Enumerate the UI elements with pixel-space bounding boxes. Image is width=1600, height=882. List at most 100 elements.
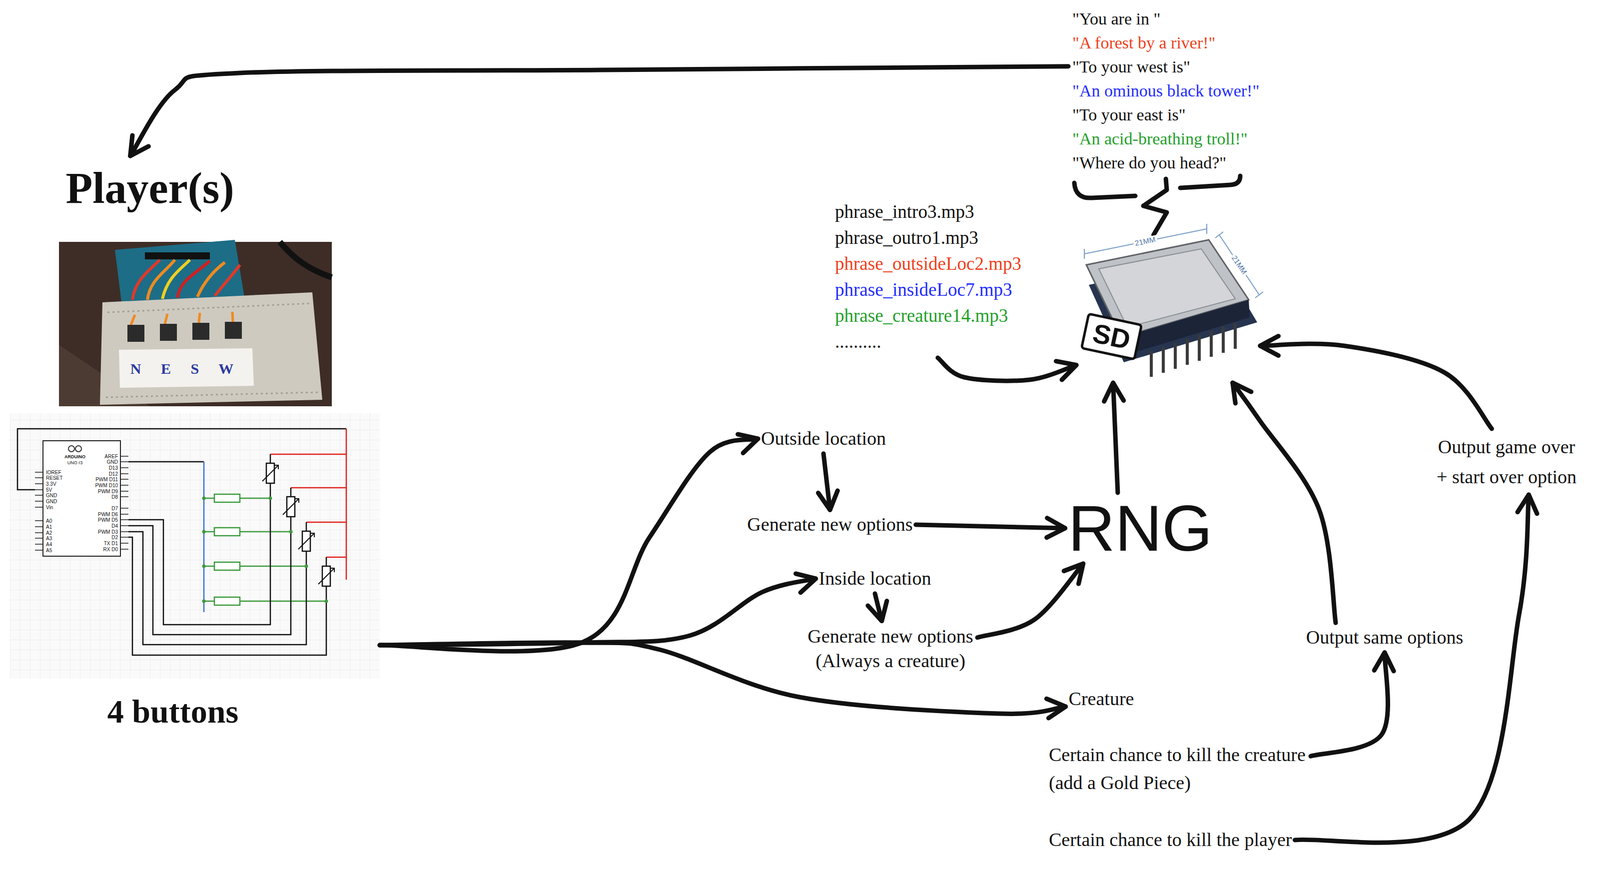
flow-arrow: [379, 578, 816, 646]
process-step: Creature: [1065, 684, 1138, 715]
process-step: Certain chance to kill the player: [1045, 824, 1295, 855]
pin-label: 3.3V: [45, 481, 57, 487]
node-text: Output same options: [1306, 625, 1464, 650]
mp3-module-drawing: [1221, 326, 1225, 353]
node-text: phrase_outsideLoc2.mp3: [834, 250, 1022, 277]
player-photo: [127, 324, 145, 342]
pin-label: PWM D9: [97, 488, 118, 495]
pin-label: RX D0: [103, 546, 118, 553]
pin-label: A3: [45, 535, 52, 542]
flow-arrow: [1310, 652, 1389, 757]
dimension-label: 21MM: [1132, 234, 1158, 248]
flow-arrow: [1232, 382, 1336, 623]
node-text: "You are in ": [1072, 6, 1260, 31]
player-photo: [105, 392, 319, 398]
schematic: [304, 564, 309, 569]
schematic: [202, 599, 206, 604]
pin-label: D2: [111, 534, 118, 541]
schematic: [324, 599, 329, 604]
player-photo: [177, 260, 210, 298]
mp3-module-drawing: [1149, 350, 1153, 377]
speech-output: "You are in ""A forest by a river!""To y…: [1068, 2, 1264, 179]
flow-arrow: [937, 357, 1077, 381]
player-photo: [192, 322, 210, 340]
pin-label: A5: [45, 547, 52, 554]
schematic: [120, 456, 129, 550]
pin-label: A2: [45, 530, 52, 536]
pin-label: D12: [108, 471, 118, 477]
schematic: [75, 445, 82, 452]
schematic: [17, 428, 347, 490]
schematic: [214, 597, 240, 606]
pin-label: GND: [106, 459, 118, 465]
player-photo: [118, 348, 254, 388]
process-step: Output same options: [1303, 622, 1467, 653]
pin-label: A4: [45, 541, 52, 548]
node-text: Generate new options (Always a creature): [806, 624, 975, 674]
pin-label: PWM D5: [97, 517, 118, 523]
node-text: Player(s): [65, 160, 234, 216]
pin-label: A0: [45, 518, 52, 524]
player-photo: [58, 239, 332, 407]
rng-node: RNG: [1065, 492, 1216, 564]
process-step: Outside location: [758, 423, 889, 454]
node-text: 4 buttons: [9, 691, 336, 733]
pin-label: PWM D10: [94, 482, 118, 489]
schematic: [42, 440, 121, 557]
schematic: [202, 496, 206, 501]
schematic: [128, 498, 327, 656]
node-text: phrase_creature14.mp3: [834, 302, 1022, 329]
process-step: Generate new options (Always a creature): [803, 621, 978, 677]
pin-label: D7: [111, 505, 118, 512]
player-photo: [159, 323, 177, 341]
pin-label: PWM D3: [97, 529, 118, 535]
player-photo: [107, 303, 313, 313]
node-text: Certain chance to kill the creature (add…: [1048, 740, 1308, 797]
process-step: Output game over + start over option: [1432, 428, 1581, 495]
board-label: ARDUINO: [64, 454, 86, 460]
flow-arrow: [823, 453, 830, 511]
pin-label: GND: [45, 498, 57, 505]
schematic: [214, 527, 240, 536]
flow-arrow: [977, 563, 1084, 638]
speech-bracket: [1074, 182, 1136, 198]
file-list: phrase_intro3.mp3phrase_outro1.mp3phrase…: [831, 195, 1025, 358]
schematic: [268, 496, 273, 501]
button-panel-node: 4 buttons: [9, 413, 380, 739]
flow-arrow: [379, 438, 759, 652]
schematic: [202, 530, 206, 534]
schematic: [203, 498, 327, 602]
node-text: RNG: [1068, 495, 1213, 561]
pin-label: A1: [45, 524, 52, 530]
mp3-module-drawing: [1185, 338, 1189, 365]
board-label: UNO r3: [67, 460, 83, 466]
process-step: Inside location: [815, 563, 935, 594]
flow-arrow: [1113, 382, 1118, 493]
mp3-module-drawing: [1197, 334, 1201, 361]
pin-label: 5V: [45, 487, 52, 493]
schematic: [214, 562, 240, 571]
pin-label: D13: [108, 465, 118, 471]
schematic: [128, 461, 204, 463]
schematic: [203, 461, 205, 613]
node-text: Output game over + start over option: [1435, 431, 1578, 492]
flow-arrow: [874, 593, 882, 622]
schematic: [289, 530, 293, 534]
node-text: "An ominous black tower!": [1072, 78, 1260, 103]
pin-label: D4: [111, 523, 118, 529]
process-step: Certain chance to kill the creature (add…: [1045, 737, 1311, 800]
pin-label: PWM D6: [97, 511, 118, 518]
pin-label: IOREF: [45, 469, 62, 476]
player-photo: [279, 241, 332, 278]
flow-arrow: [1260, 343, 1492, 429]
mp3-module-drawing: [1233, 322, 1237, 349]
pin-label: RESET: [45, 475, 63, 481]
pin-label: Vin: [45, 504, 53, 511]
player-photo: [224, 321, 242, 339]
node-text: "An acid-breathing troll!": [1072, 126, 1260, 151]
node-text: phrase_insideLoc7.mp3: [834, 276, 1022, 303]
pin-label: GND: [45, 492, 57, 499]
node-text: phrase_outro1.mp3: [834, 224, 1022, 251]
schematic: [202, 564, 206, 569]
